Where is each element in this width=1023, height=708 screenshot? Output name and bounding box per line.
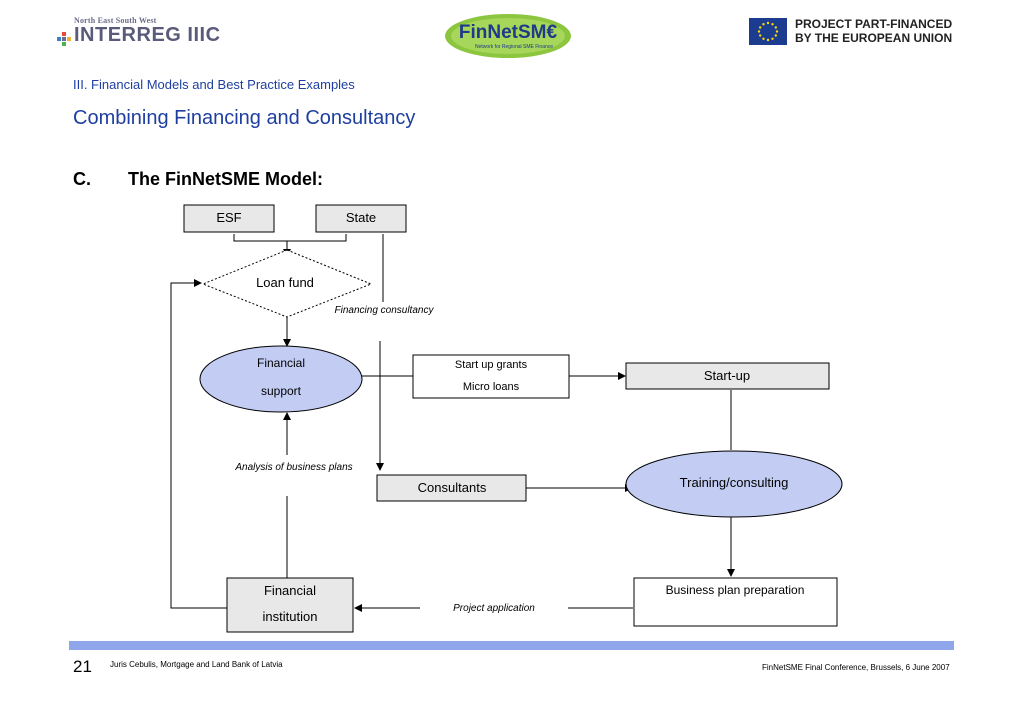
financial-institution-box <box>226 577 354 633</box>
esf-label: ESF <box>216 210 241 225</box>
grants-label-1: Start up grants <box>455 359 528 371</box>
section-letter: C. <box>73 169 91 189</box>
state-label: State <box>346 210 376 225</box>
eu-financing-label: PROJECT PART-FINANCED BY THE EUROPEAN UN… <box>795 17 952 45</box>
slide-subtitle: III. Financial Models and Best Practice … <box>73 77 355 92</box>
business-plan-box <box>633 577 838 627</box>
business-plan-label: Business plan preparation <box>666 583 805 597</box>
analysis-label: Analysis of business plans <box>234 462 352 473</box>
grants-label-2: Micro loans <box>463 381 520 393</box>
footer-bar <box>69 641 954 650</box>
eu-flag-icon <box>749 18 787 45</box>
eu-line-2: BY THE EUROPEAN UNION <box>795 31 953 45</box>
grants-box <box>412 354 570 399</box>
startup-label: Start-up <box>704 368 750 383</box>
eu-line-1: PROJECT PART-FINANCED <box>795 17 953 31</box>
consultants-label: Consultants <box>418 480 487 495</box>
loan-fund-label: Loan fund <box>256 275 314 290</box>
loan-fund-diamond <box>201 249 373 318</box>
financing-consultancy-label: Financing consultancy <box>335 305 435 316</box>
section-title: The FinNetSME Model: <box>128 169 323 189</box>
financial-support-ellipse <box>199 345 363 413</box>
esf-box <box>183 204 275 233</box>
startup-box <box>625 362 830 390</box>
interreg-mark-icon <box>57 32 71 46</box>
interreg-logo-caption: North East South West <box>74 16 157 25</box>
slide-title: Combining Financing and Consultancy <box>73 107 416 129</box>
interreg-logo: INTERREG IIIC <box>74 24 221 46</box>
state-box <box>315 204 407 233</box>
finnetsme-logo: FinNetSM€ Network for Regional SME Finan… <box>445 14 571 58</box>
page-number: 21 <box>73 657 92 676</box>
training-label: Training/consulting <box>680 475 789 490</box>
financial-support-label-2: support <box>261 384 302 398</box>
financial-support-label-1: Financial <box>257 356 305 370</box>
footer-author: Juris Cebulis, Mortgage and Land Bank of… <box>110 660 283 669</box>
training-ellipse <box>625 450 843 518</box>
finnetsme-logo-text: FinNetSM€ <box>459 22 558 43</box>
finnetsme-tagline: Network for Regional SME Finance <box>475 44 553 50</box>
financial-institution-label-1: Financial <box>264 583 316 598</box>
financial-institution-label-2: institution <box>263 609 318 624</box>
footer-event: FinNetSME Final Conference, Brussels, 6 … <box>762 663 950 672</box>
project-application-label: Project application <box>453 603 535 614</box>
consultants-box <box>376 474 527 502</box>
